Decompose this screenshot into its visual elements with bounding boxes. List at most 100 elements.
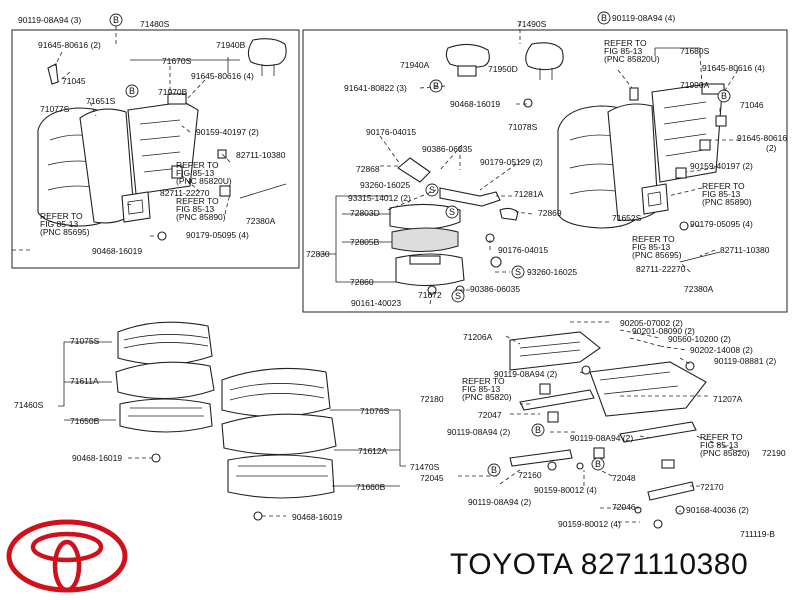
part-label: 82711-10380 [720, 245, 770, 255]
part-label: 72830 [306, 249, 330, 259]
part-label: FIG 85-13 [462, 384, 501, 394]
part-label: 82711-10380 [236, 150, 286, 160]
seat-frame-71206a [509, 331, 601, 371]
part-label: 72380A [246, 216, 276, 226]
part-label: 90119-08A94 (2) [447, 427, 510, 437]
part-label: (PNC 85820U) [604, 54, 660, 64]
callout-b-marker: B [531, 423, 545, 437]
callout-b-marker: B [591, 457, 605, 471]
part-label: 90119-08A94 (2) [494, 369, 557, 379]
seat-track-72170 [647, 481, 695, 501]
part-label: REFER TO [700, 432, 743, 442]
part-label: 71046 [740, 100, 764, 110]
part-label: FIG 85-13 [40, 219, 79, 229]
part-label: 90468-16019 [92, 246, 142, 256]
part-label: 90119-08A94 (4) [612, 13, 675, 23]
part-label: 71940A [400, 60, 430, 70]
part-label: (PNC 85820) [700, 448, 750, 458]
part-label: 90159-80012 (4) [534, 485, 597, 495]
part-label: 71206A [463, 332, 493, 342]
part-label: 90159-80012 (4) [558, 519, 621, 529]
headrest-71940a [445, 43, 490, 69]
svg-text:B: B [595, 459, 601, 469]
part-label: 71045 [62, 76, 86, 86]
part-label: 72868 [356, 164, 380, 174]
headrest-71950d [525, 42, 564, 71]
part-label: 82711-22270 [160, 188, 210, 198]
part-label: FIG 85-13 [604, 46, 643, 56]
svg-text:S: S [455, 291, 461, 301]
svg-text:B: B [491, 465, 497, 475]
part-label: 71970B [158, 87, 188, 97]
svg-text:B: B [433, 81, 439, 91]
seat-cushion-frame-71650b [119, 398, 213, 433]
part-label: FIG 85-13 [632, 242, 671, 252]
part-label: (PNC 85820U) [176, 176, 232, 186]
part-label: (2) [766, 143, 777, 153]
part-label: 90119-08A94 (2) [570, 433, 633, 443]
part-label: 90159-40197 (2) [196, 127, 259, 137]
seat-cushion-pad-71611a [115, 361, 215, 400]
part-label: 71672 [418, 290, 442, 300]
armrest-pad-72805b [391, 227, 459, 253]
callout-b-marker: B [597, 11, 611, 25]
part-label: 71660B [356, 482, 386, 492]
part-label: 90468-16019 [450, 99, 500, 109]
part-label: 71940B [216, 40, 246, 50]
part-label: (PNC 85695) [40, 227, 90, 237]
part-label: 71650B [70, 416, 100, 426]
part-label: 90386-06035 [470, 284, 520, 294]
part-label: 90179-05095 (4) [186, 230, 249, 240]
seat-cushion-pad-71612a [221, 413, 337, 456]
part-label: REFER TO [176, 160, 219, 170]
part-label: 72180 [420, 394, 444, 404]
part-label: 71480S [140, 19, 170, 29]
part-label: 90386-06035 [422, 144, 472, 154]
seat-track-72180 [519, 389, 595, 411]
callout-b-marker: B [487, 463, 501, 477]
part-label: REFER TO [176, 196, 219, 206]
svg-text:S: S [429, 185, 435, 195]
part-label: 72160 [518, 470, 542, 480]
part-label: 90168-40036 (2) [686, 505, 749, 515]
part-label: (PNC 85695) [632, 250, 682, 260]
part-label: FIG 85-13 [176, 168, 215, 178]
part-label: 71075S [70, 336, 100, 346]
right-seatback-frame [302, 29, 788, 313]
part-number: 8271110380 [580, 548, 749, 581]
part-label: 91641-80822 (3) [344, 83, 407, 93]
part-label: 90205-07002 (2) [620, 318, 683, 328]
part-label: 71077S [40, 104, 70, 114]
seat-cushion-frame-71660b [227, 454, 335, 499]
part-label: 71651S [86, 96, 116, 106]
part-label: 72860 [350, 277, 374, 287]
part-label: (PNC 85890) [702, 197, 752, 207]
part-label: 71490S [517, 19, 547, 29]
part-label: 90179-05095 (4) [690, 219, 753, 229]
part-label: 72046 [612, 502, 636, 512]
part-label: FIG 85-13 [176, 204, 215, 214]
part-label: REFER TO [632, 234, 675, 244]
part-label: 90202-14008 (2) [690, 345, 753, 355]
svg-text:B: B [721, 91, 727, 101]
part-label: 90159-40197 (2) [690, 161, 753, 171]
svg-text:S: S [449, 207, 455, 217]
part-label: REFER TO [462, 376, 505, 386]
part-label: 93260-16025 [527, 267, 577, 277]
brand-name: TOYOTA [450, 548, 572, 581]
part-label: 90560-10200 (2) [668, 334, 731, 344]
part-label: 72047 [478, 410, 502, 420]
toyota-logo [6, 519, 128, 593]
part-label: 71990A [680, 80, 710, 90]
part-label: FIG 85-13 [702, 189, 741, 199]
svg-text:B: B [535, 425, 541, 435]
armrest-cover-72803d [389, 203, 461, 230]
part-label: 71612A [358, 446, 388, 456]
headrest-71940b [247, 38, 287, 67]
figure-code: 711119-B [740, 529, 775, 539]
part-label: 72170 [700, 482, 724, 492]
left-seatback-frame [11, 29, 300, 269]
brand-part-number: TOYOTA 8271110380 [450, 548, 748, 582]
svg-text:B: B [601, 13, 607, 23]
callout-s-marker: S [511, 265, 525, 279]
